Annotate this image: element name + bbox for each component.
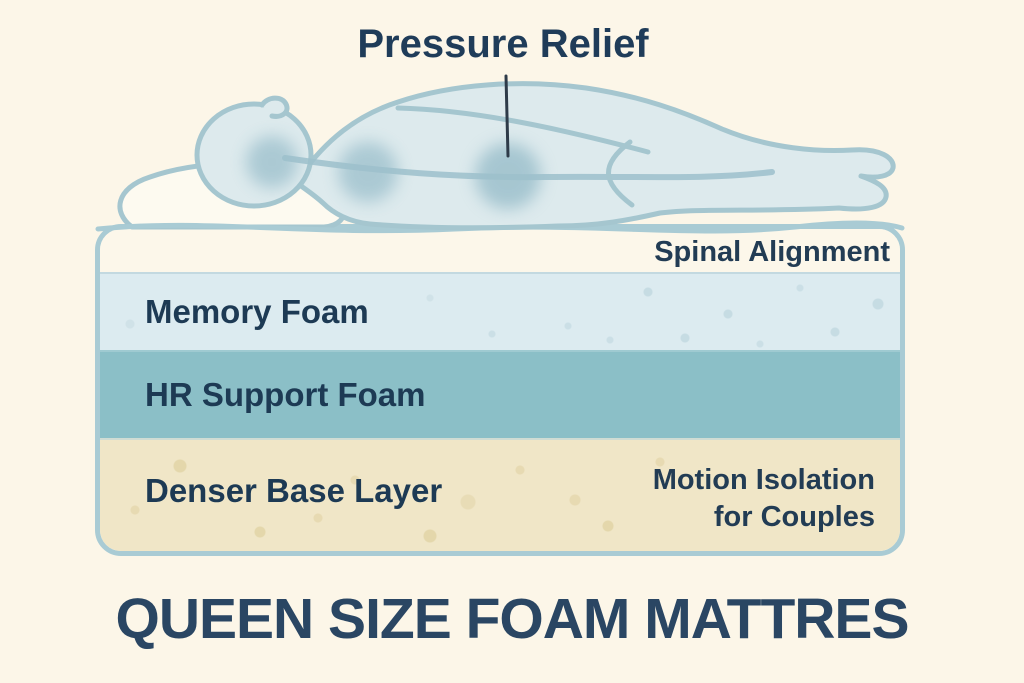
pressure-point-hip [475,143,541,209]
layer-top-cover: Spinal Alignment [100,229,900,272]
motion-isolation-line2: for Couples [713,501,875,533]
hair-bump [259,95,290,119]
pillow-shape [117,160,348,230]
pressure-relief-label: Pressure Relief [357,22,649,66]
motion-isolation-label: Motion Isolation for Couples [653,462,875,536]
body-shape [293,81,896,231]
denser-base-label: Denser Base Layer [145,472,443,509]
memory-foam-label: Memory Foam [145,293,369,330]
pressure-relief-leader-line [504,74,510,158]
spinal-alignment-label: Spinal Alignment [654,236,890,268]
pressure-point-back [338,142,398,202]
hip-crease-line [606,139,635,208]
head-shape [194,101,314,209]
layer-memory-foam: Memory Foam [100,272,900,350]
mattress-diagram: Spinal Alignment Memory Foam HR Support … [95,224,905,556]
hr-support-foam-label: HR Support Foam [145,376,426,413]
main-title: QUEEN SIZE FOAM MATTRES [115,587,910,651]
pressure-point-shoulder [246,136,298,188]
layer-hr-support-foam: HR Support Foam [100,350,900,438]
layer-denser-base: Denser Base Layer Motion Isolation for C… [100,438,900,551]
motion-isolation-line1: Motion Isolation [652,464,875,496]
arm-line [395,105,651,155]
spine-line [282,155,775,181]
